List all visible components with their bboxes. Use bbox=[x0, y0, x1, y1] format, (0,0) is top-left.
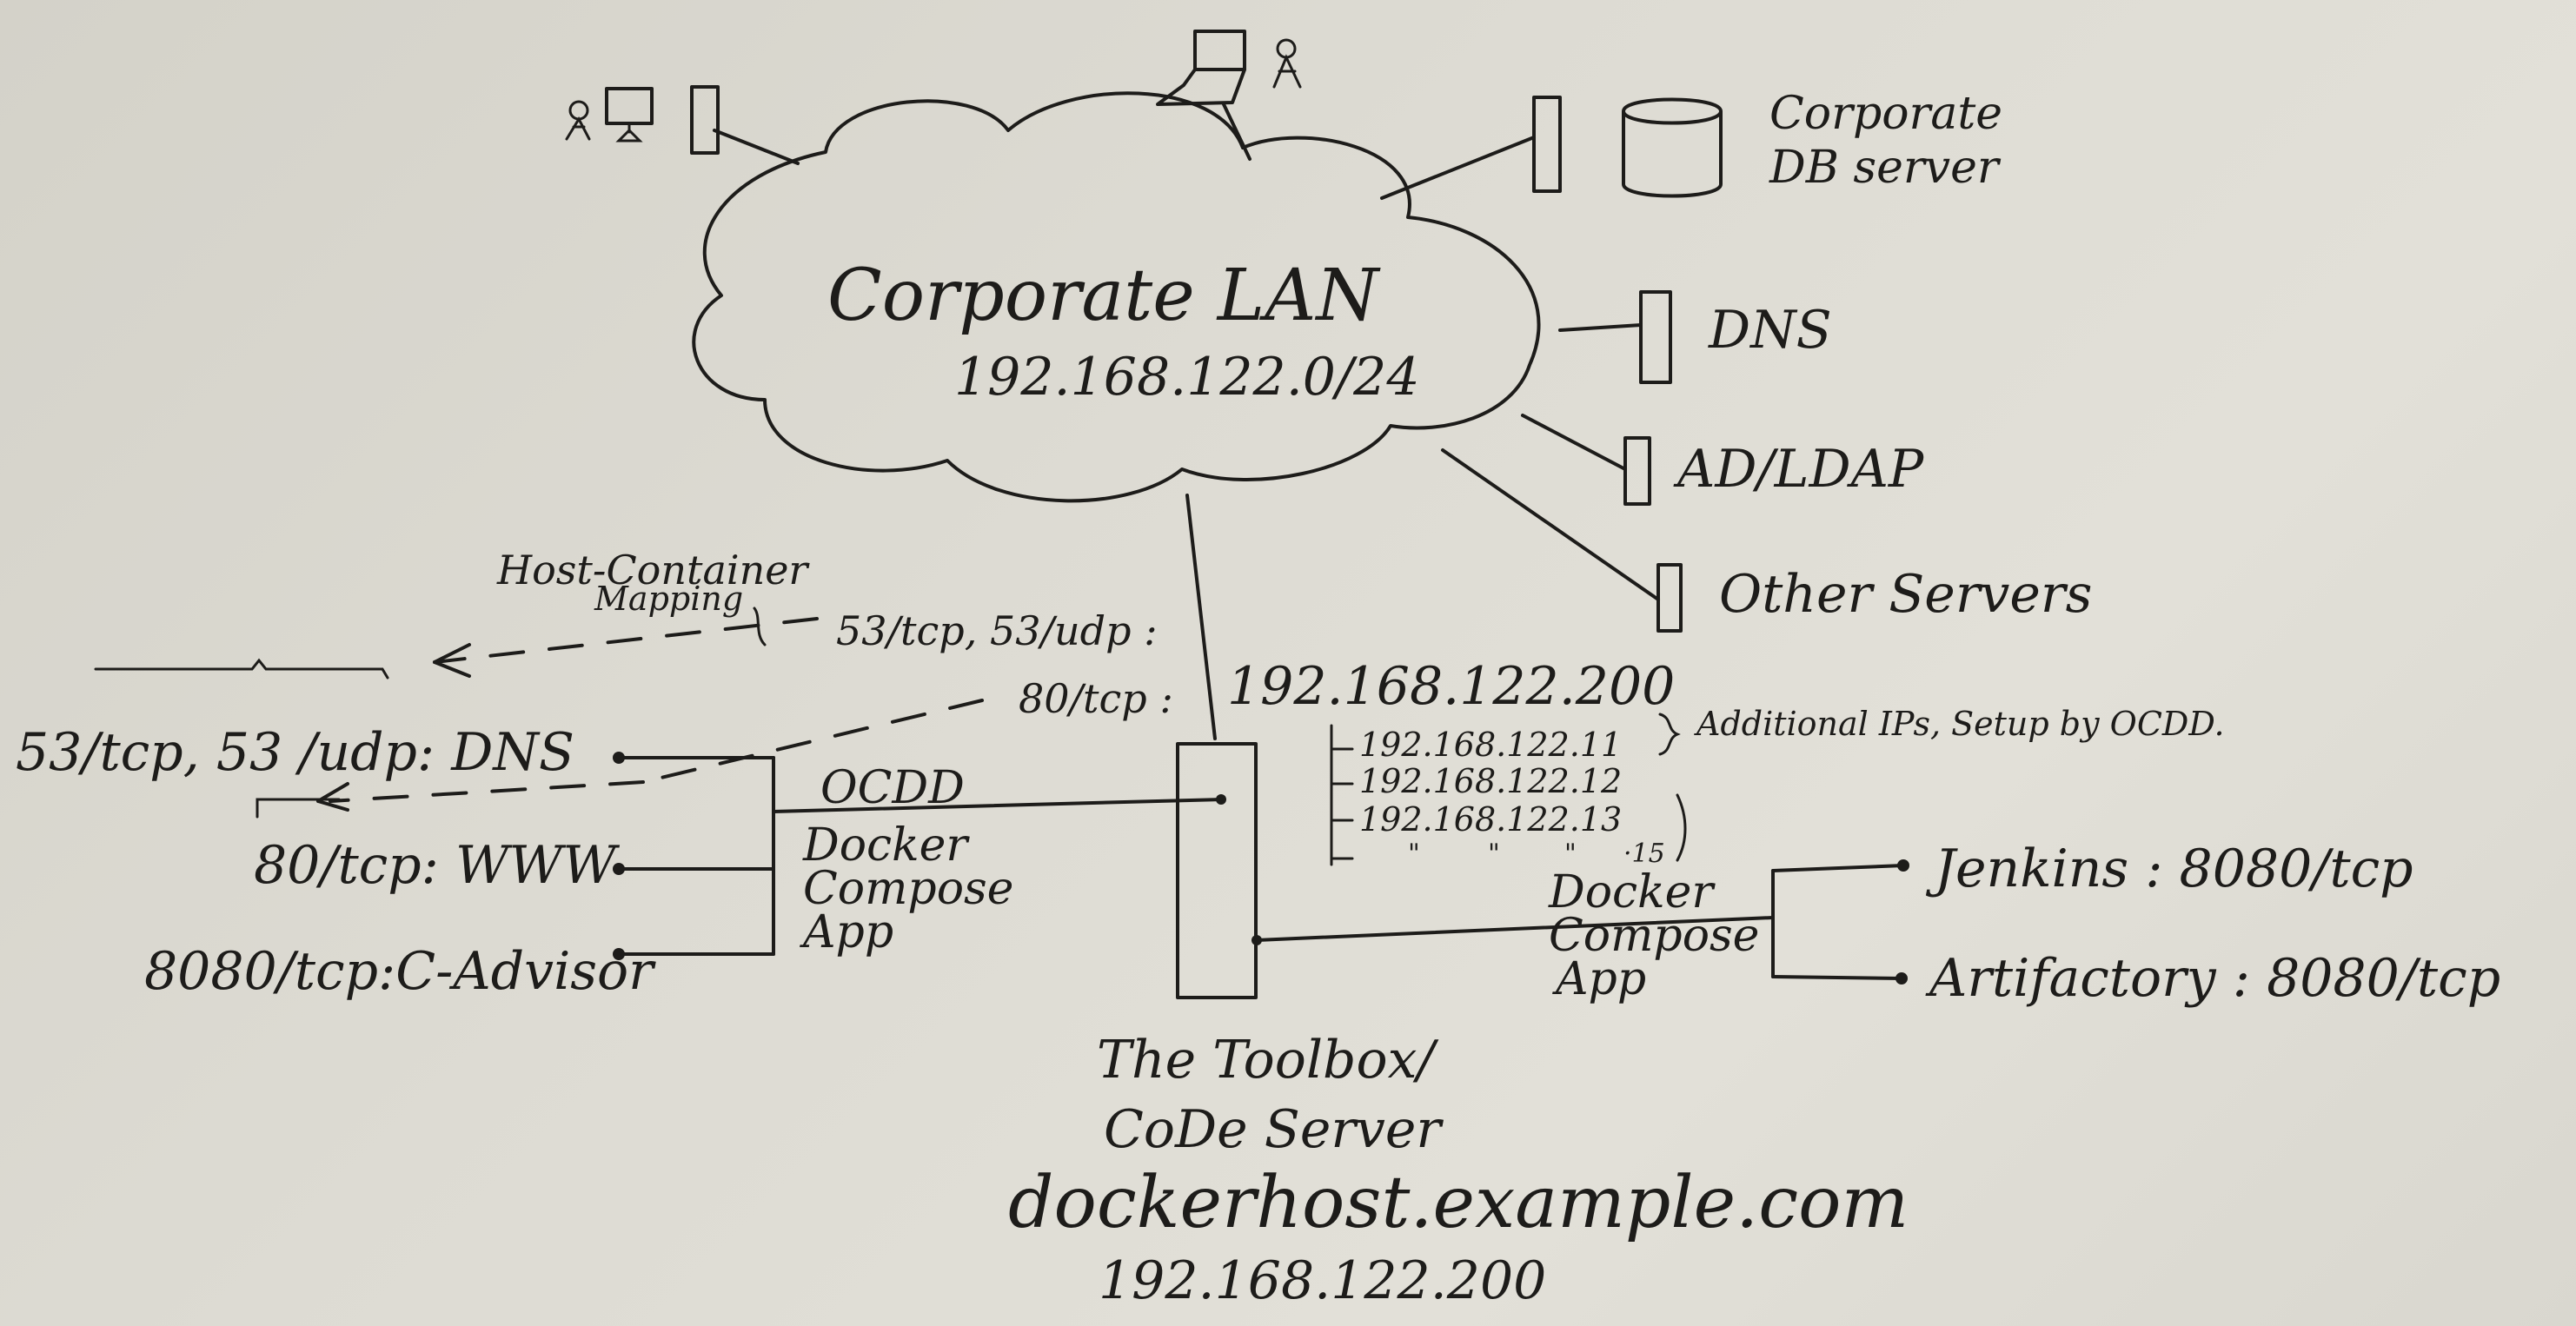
mapping-ports-dns: 53/tcp, 53/udp : bbox=[836, 607, 1158, 654]
toolbox-server-box bbox=[1176, 742, 1258, 999]
other-servers-label: Other Servers bbox=[1719, 564, 2092, 625]
additional-ip-note: Additional IPs, Setup by OCDD. bbox=[1694, 705, 2225, 743]
laptop-user-icon bbox=[1156, 30, 1302, 106]
ocdd-app-label-3: App bbox=[800, 906, 893, 958]
toolbox-ip: 192.168.122.200 bbox=[1099, 1250, 1546, 1311]
ocdd-app-label-2: Compose bbox=[803, 863, 1013, 915]
ocdd-app-label-1: Docker bbox=[802, 819, 970, 872]
jenkins-service: Jenkins : 8080/tcp bbox=[1925, 839, 2413, 899]
ocdd-service-cadvisor: 8080/tcp:C-Advisor bbox=[144, 941, 656, 1002]
other-servers-icon bbox=[1656, 563, 1683, 633]
cloud-subnet: 192.168.122.0/24 bbox=[954, 347, 1420, 408]
db-server-label-1: Corporate bbox=[1769, 88, 2002, 140]
dns-server-icon bbox=[1639, 290, 1672, 384]
ad-ldap-label: AD/LDAP bbox=[1673, 439, 1925, 500]
cloud-title: Corporate LAN bbox=[827, 255, 1381, 337]
toolbox-hostname: dockerhost.example.com bbox=[1008, 1162, 1909, 1244]
toolbox-title-2: CoDe Server bbox=[1104, 1099, 1444, 1160]
db-server-label-2: DB server bbox=[1769, 142, 2002, 194]
compose2-app-label-2: Compose bbox=[1549, 910, 1759, 962]
ocdd-service-dns: 53/tcp, 53 /udp: DNS bbox=[16, 722, 574, 783]
compose2-app-label-3: App bbox=[1552, 953, 1646, 1005]
additional-ip-2: 192.168.122.12 bbox=[1359, 762, 1622, 800]
mapping-title-1: Host-Container bbox=[496, 547, 810, 593]
db-server-icon bbox=[1532, 96, 1723, 198]
additional-ip-1: 192.168.122.11 bbox=[1359, 726, 1622, 764]
ocdd-service-www: 80/tcp: WWW bbox=[254, 835, 620, 896]
artifactory-service: Artifactory : 8080/tcp bbox=[1925, 948, 2500, 1009]
additional-ip-more-3: " bbox=[1564, 839, 1577, 869]
additional-ip-3: 192.168.122.13 bbox=[1359, 800, 1622, 839]
toolbox-title-1: The Toolbox/ bbox=[1097, 1030, 1439, 1091]
host-ip-label: 192.168.122.200 bbox=[1227, 656, 1675, 717]
mapping-ports-www: 80/tcp : bbox=[1019, 675, 1173, 722]
additional-ip-more-4: ·15 bbox=[1623, 839, 1665, 869]
mapping-title-2: Mapping bbox=[594, 580, 743, 618]
additional-ip-more-1: " bbox=[1408, 839, 1420, 869]
compose2-app-label-1: Docker bbox=[1548, 866, 1716, 918]
workstation-icon bbox=[565, 85, 720, 155]
dns-server-label: DNS bbox=[1708, 300, 1832, 361]
additional-ip-more-2: " bbox=[1488, 839, 1500, 869]
ad-ldap-server-icon bbox=[1623, 436, 1651, 506]
ocdd-label: OCDD bbox=[820, 762, 965, 814]
